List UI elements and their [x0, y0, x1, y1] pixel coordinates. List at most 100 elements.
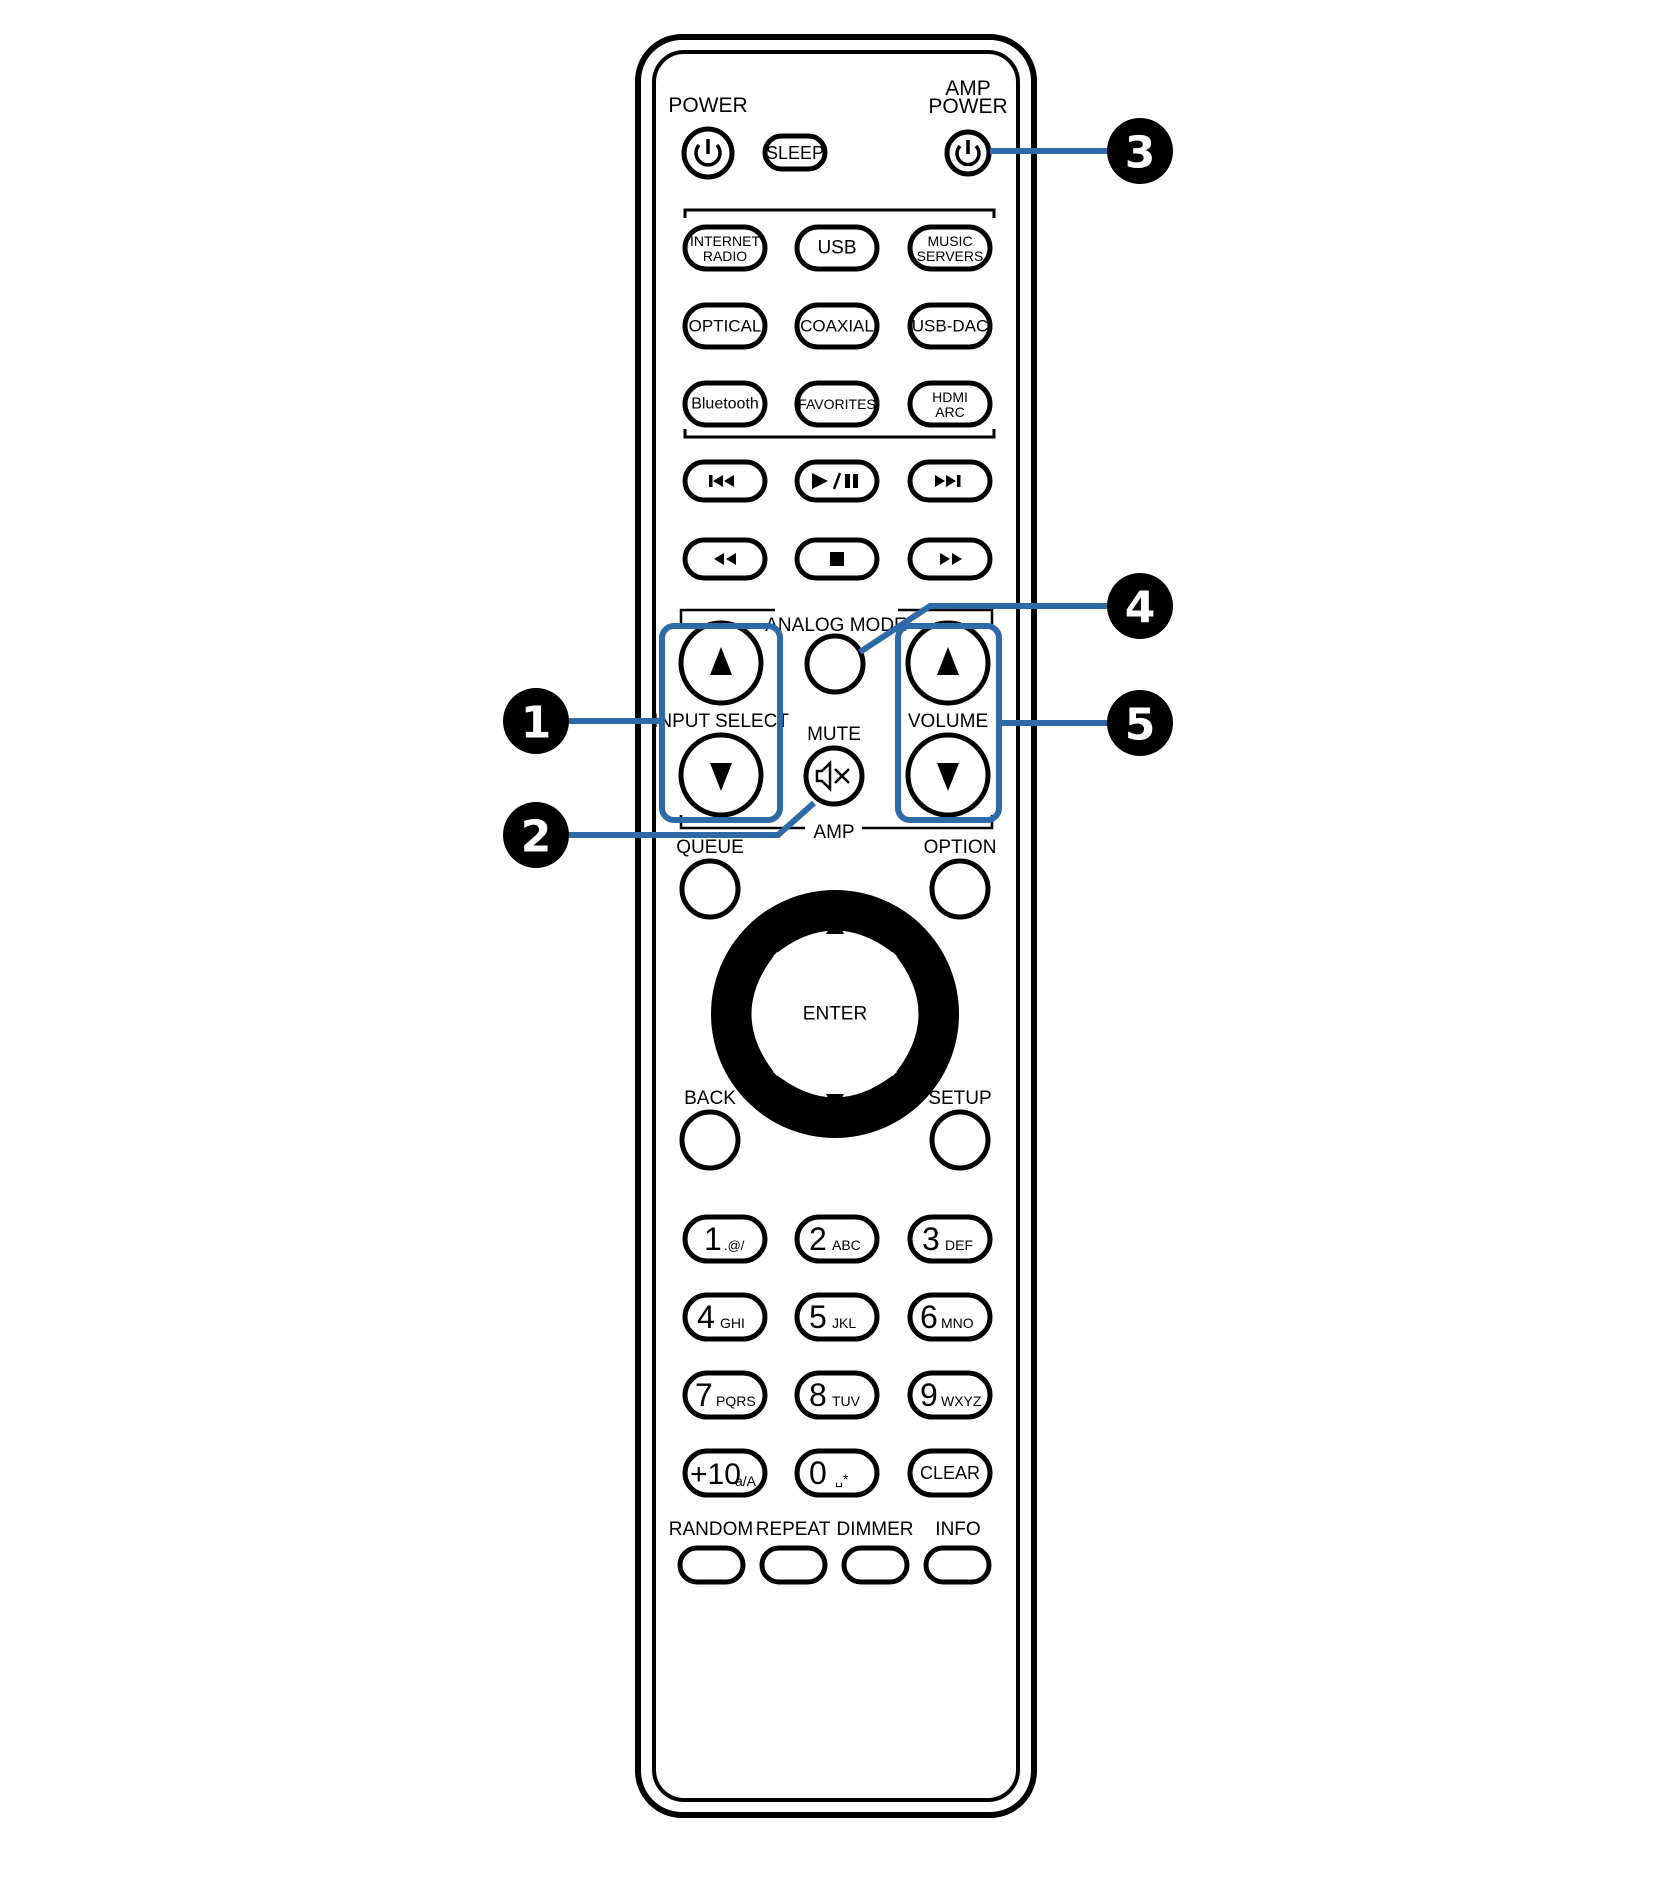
option-button[interactable]	[929, 858, 991, 920]
info-button[interactable]	[923, 1545, 992, 1585]
skip-back-button[interactable]	[682, 459, 768, 503]
rewind-button[interactable]	[682, 537, 768, 581]
key-9-letters: WXYZ	[941, 1393, 982, 1409]
up-arrow-icon	[826, 918, 844, 934]
analog-mode-label: ANALOG MODE	[765, 615, 906, 636]
key-7-button[interactable]: 7 PQRS	[682, 1370, 768, 1420]
fast-forward-button[interactable]	[907, 537, 993, 581]
callout-2-number: 2	[521, 812, 552, 863]
key-0-button[interactable]: 0 ␣*	[794, 1448, 880, 1498]
internet-radio-label-line2: RADIO	[703, 248, 747, 264]
amp-power-icon	[955, 140, 981, 167]
down-arrow-icon	[937, 763, 959, 791]
setup-button[interactable]	[929, 1109, 991, 1171]
remote-body-inner	[652, 50, 1020, 1802]
clear-label: CLEAR	[920, 1463, 980, 1483]
dimmer-label: DIMMER	[836, 1519, 913, 1540]
key-5-button[interactable]: 5 JKL	[794, 1292, 880, 1342]
rewind-icon	[714, 553, 736, 565]
input-select-down-button[interactable]	[678, 732, 764, 818]
key-7-number: 7	[695, 1377, 713, 1413]
key-plus10-button[interactable]: +10 a/A	[682, 1448, 768, 1498]
usb-dac-button[interactable]: USB-DAC	[907, 302, 993, 350]
key-2-button[interactable]: 2 ABC	[794, 1214, 880, 1264]
clear-button[interactable]: CLEAR	[907, 1448, 993, 1498]
mute-label: MUTE	[807, 724, 861, 745]
amp-power-label-line2: POWER	[928, 95, 1007, 118]
stop-button[interactable]	[794, 537, 880, 581]
skip-forward-button[interactable]	[907, 459, 993, 503]
amp-section-frame	[679, 608, 994, 830]
key-1-button[interactable]: 1 .@/	[682, 1214, 768, 1264]
random-label: RANDOM	[669, 1519, 753, 1540]
queue-label: QUEUE	[676, 837, 744, 858]
hdmi-arc-button[interactable]: HDMI ARC	[907, 380, 993, 428]
key-8-letters: TUV	[832, 1393, 861, 1409]
repeat-label: REPEAT	[756, 1519, 831, 1540]
skip-back-icon	[709, 475, 734, 487]
bluetooth-button[interactable]: Bluetooth	[682, 380, 768, 428]
key-2-letters: ABC	[832, 1237, 861, 1253]
dimmer-button[interactable]	[841, 1545, 910, 1585]
key-9-number: 9	[920, 1377, 938, 1413]
repeat-button[interactable]	[759, 1545, 828, 1585]
callout-5: 5	[1107, 690, 1173, 756]
key-0-symbols: ␣*	[835, 1471, 849, 1488]
favorites-button[interactable]: FAVORITES	[794, 380, 880, 428]
random-button[interactable]	[677, 1545, 746, 1585]
key-8-button[interactable]: 8 TUV	[794, 1370, 880, 1420]
usb-button[interactable]: USB	[794, 224, 880, 272]
numeric-keypad: 1 .@/ 2 ABC 3 DEF 4 GHI 5 JKL 6 MNO	[682, 1214, 993, 1498]
sleep-button[interactable]: SLEEP	[762, 133, 828, 172]
up-arrow-icon	[937, 647, 959, 675]
queue-button[interactable]	[679, 858, 741, 920]
volume-label: VOLUME	[908, 711, 988, 732]
dpad-right-button[interactable]	[852, 952, 919, 1076]
key-4-letters: GHI	[720, 1315, 745, 1331]
input-select-up-button[interactable]	[678, 620, 764, 706]
dpad-left-button[interactable]	[751, 952, 819, 1076]
stop-icon	[830, 552, 844, 566]
volume-up-button[interactable]	[905, 620, 991, 706]
key-4-button[interactable]: 4 GHI	[682, 1292, 768, 1342]
up-arrow-icon	[710, 647, 732, 675]
down-arrow-icon	[710, 763, 732, 791]
play-pause-button[interactable]	[794, 459, 880, 503]
key-3-number: 3	[922, 1221, 940, 1257]
analog-mode-button[interactable]	[804, 633, 866, 695]
hdmi-arc-label-line1: HDMI	[932, 389, 968, 405]
callout-3-number: 3	[1125, 128, 1156, 179]
key-6-button[interactable]: 6 MNO	[907, 1292, 993, 1342]
power-button[interactable]	[681, 126, 735, 180]
key-5-number: 5	[809, 1299, 827, 1335]
mute-button[interactable]	[803, 745, 865, 807]
hdmi-arc-label-line2: ARC	[935, 404, 965, 420]
input-select-label: INPUT SELECT	[653, 711, 789, 732]
back-button[interactable]	[679, 1109, 741, 1171]
optical-label: OPTICAL	[689, 317, 762, 336]
leader-line-4	[858, 603, 1110, 655]
callout-2: 2	[503, 802, 569, 868]
enter-button[interactable]: ENTER	[793, 972, 877, 1056]
internet-radio-label-line1: INTERNET	[690, 233, 760, 249]
key-9-button[interactable]: 9 WXYZ	[907, 1370, 993, 1420]
usb-dac-label: USB-DAC	[912, 317, 989, 336]
option-label: OPTION	[924, 837, 997, 858]
key-plus10-letters: a/A	[735, 1473, 757, 1489]
key-plus10-number: +10	[690, 1458, 741, 1491]
key-3-button[interactable]: 3 DEF	[907, 1214, 993, 1264]
internet-radio-button[interactable]: INTERNET RADIO	[682, 224, 768, 272]
coaxial-button[interactable]: COAXIAL	[794, 302, 880, 350]
down-arrow-icon	[826, 1094, 844, 1110]
amp-power-label-line1: AMP	[945, 77, 991, 100]
key-1-letters: .@/	[724, 1238, 745, 1253]
key-7-letters: PQRS	[716, 1393, 756, 1409]
callout-5-number: 5	[1125, 700, 1156, 751]
sleep-label: SLEEP	[766, 143, 824, 163]
amp-power-button[interactable]	[944, 129, 992, 177]
mute-icon	[815, 759, 850, 793]
optical-button[interactable]: OPTICAL	[682, 302, 768, 350]
volume-down-button[interactable]	[905, 732, 991, 818]
music-servers-button[interactable]: MUSIC SERVERS	[907, 224, 993, 272]
